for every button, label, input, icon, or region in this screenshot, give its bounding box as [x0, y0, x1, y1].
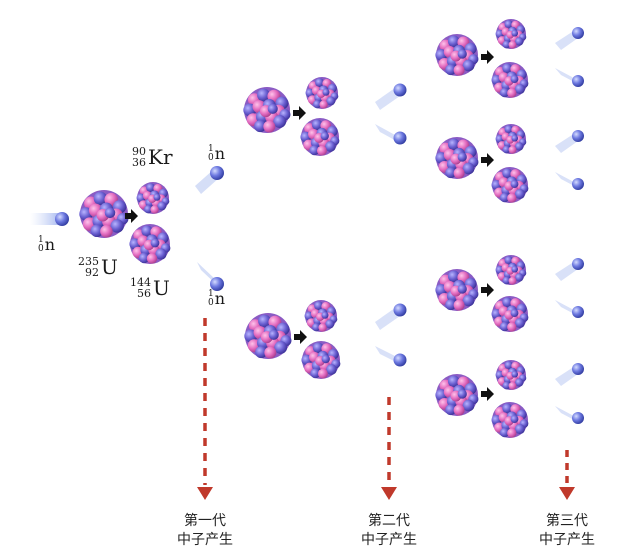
generation-1-label: 第一代中子产生 [177, 513, 233, 548]
krypton-fragment [136, 182, 170, 214]
uranium-235-nucleus [79, 190, 129, 238]
gen2-fission-1 [435, 19, 529, 98]
dashed-arrow-gen2 [381, 397, 397, 500]
gen3-neutrons [555, 27, 584, 424]
gen1-fission-bottom [244, 300, 341, 379]
generation-3-label: 第三代中子产生 [539, 513, 595, 548]
heavy-fragment [129, 224, 171, 264]
gen2-fission-4 [435, 360, 529, 438]
gen1-fission-top [243, 77, 340, 156]
gen2-fission-2 [435, 124, 529, 203]
generation-2-label: 第二代中子产生 [361, 513, 417, 548]
gen2-neutrons [375, 83, 407, 367]
gen2-fission-3 [435, 255, 529, 332]
emitted-neutron-top [195, 166, 224, 194]
dashed-arrow-gen1 [197, 318, 213, 500]
incoming-neutron [30, 212, 69, 226]
emitted-neutron-bottom [197, 262, 224, 291]
dashed-arrow-gen3 [559, 450, 575, 500]
